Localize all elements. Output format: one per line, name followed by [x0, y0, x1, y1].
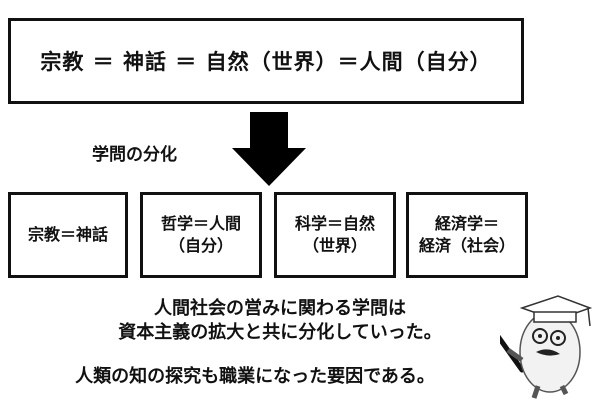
professor-character-icon [500, 295, 593, 399]
box-line: 哲学＝人間 [160, 214, 241, 233]
box-philosophy: 哲学＝人間 （自分） [140, 192, 262, 278]
box-line: 宗教＝神話 [27, 225, 108, 244]
box-line: （自分） [168, 236, 233, 255]
box-economics: 経済学＝ 経済（社会） [406, 192, 528, 278]
caption-line-2: 資本主義の拡大と共に分化していった。 [118, 322, 442, 343]
caption-line-3: 人類の知の探究も職業になった要因である。 [75, 366, 435, 387]
arrow-label: 学問の分化 [92, 145, 177, 165]
box-line: （世界） [302, 236, 367, 255]
box-science: 科学＝自然 （世界） [274, 192, 396, 278]
box-line: 経済（社会） [418, 236, 515, 255]
down-arrow-icon [232, 112, 306, 186]
box-religion: 宗教＝神話 [8, 192, 128, 278]
caption-line-1: 人間社会の営みに関わる学問は [154, 298, 406, 319]
equation-text: 宗教 ＝ 神話 ＝ 自然（世界）＝人間（自分） [40, 50, 492, 74]
box-line: 経済学＝ [434, 214, 499, 233]
equation-box: 宗教 ＝ 神話 ＝ 自然（世界）＝人間（自分） [8, 18, 524, 104]
box-line: 科学＝自然 [294, 214, 375, 233]
